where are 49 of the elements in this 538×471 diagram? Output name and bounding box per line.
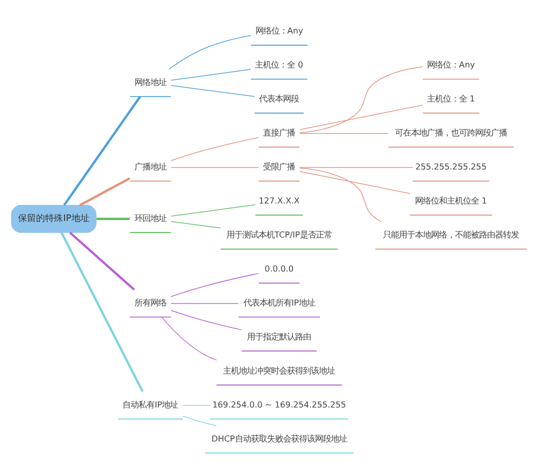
node-text: 用于指定默认路由 bbox=[247, 332, 312, 342]
node-text: 0.0.0.0 bbox=[264, 264, 294, 274]
node-text: 网络位和主机位全 1 bbox=[415, 196, 487, 206]
connector bbox=[96, 218, 130, 220]
connector bbox=[170, 69, 252, 81]
connector bbox=[69, 232, 135, 291]
node-text: 主机地址冲突时会获得到该地址 bbox=[223, 366, 336, 376]
node-text: 受限广播 bbox=[263, 162, 296, 172]
node-text: 自动私有IP地址 bbox=[122, 400, 178, 410]
connector bbox=[182, 405, 210, 406]
node-text: 可在本地广播，也可跨网段广播 bbox=[394, 128, 507, 138]
node-text: 直接广播 bbox=[263, 128, 296, 138]
node-text: 环回地址 bbox=[134, 213, 166, 223]
node-text: 主机位：全 1 bbox=[427, 94, 475, 104]
connector bbox=[299, 167, 414, 168]
connector bbox=[60, 232, 144, 392]
connector bbox=[168, 35, 252, 70]
node-text: 127.X.X.X bbox=[258, 196, 300, 206]
node-text: 广播地址 bbox=[134, 162, 166, 172]
node-text: 网络位：Any bbox=[427, 60, 475, 70]
connector bbox=[63, 96, 142, 206]
connector bbox=[299, 104, 423, 130]
node-text: 代表本网段 bbox=[259, 94, 300, 104]
node-text: 主机位：全 0 bbox=[255, 60, 304, 70]
node-text: 网络位：Any bbox=[255, 26, 304, 36]
connector bbox=[299, 168, 382, 222]
node-text: 网络地址 bbox=[134, 77, 166, 88]
connector bbox=[299, 171, 410, 194]
node-box: 保留的特殊IP地址 bbox=[11, 204, 96, 233]
connector bbox=[170, 85, 255, 97]
node-text: 只能用于本地网络，不能被路由器转发 bbox=[382, 230, 519, 240]
connector bbox=[182, 416, 217, 426]
connector bbox=[161, 316, 217, 360]
node-text: 用于测试本机TCP/IP是否正常 bbox=[226, 230, 332, 240]
node-text: 169.254.0.0 ~ 169.254.255.255 bbox=[212, 400, 346, 410]
node-text: 代表本机所有IP地址 bbox=[243, 298, 315, 308]
connector bbox=[170, 167, 260, 168]
node-text: 255.255.255.255 bbox=[415, 162, 487, 172]
connector bbox=[170, 221, 221, 228]
connector bbox=[170, 204, 256, 217]
connector bbox=[79, 177, 130, 206]
connector bbox=[299, 66, 423, 134]
node-text: 所有网络 bbox=[134, 298, 166, 308]
connector bbox=[299, 133, 389, 134]
node-text: DHCP自动获取失败会获得该网段地址 bbox=[211, 434, 347, 444]
connector bbox=[170, 137, 259, 162]
connector bbox=[170, 273, 259, 297]
connector bbox=[170, 303, 239, 304]
connector bbox=[170, 310, 242, 330]
